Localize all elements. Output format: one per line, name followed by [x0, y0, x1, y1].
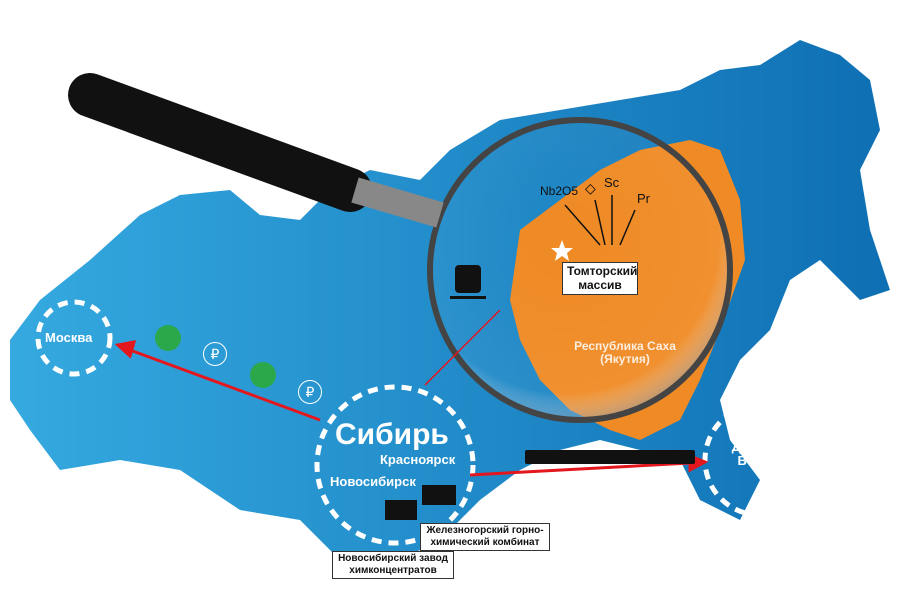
element-pr: Pr — [637, 191, 650, 206]
ruble-icon: ₽ — [203, 342, 227, 366]
sakha-label: Республика Саха (Якутия) — [574, 339, 676, 367]
diamond-icon: ◇ — [585, 180, 596, 196]
siberia-circle — [314, 384, 476, 546]
star-icon — [551, 240, 573, 261]
route-sakha-siberia — [424, 309, 501, 386]
route-siberia-far-east — [469, 461, 691, 477]
moscow-label: Москва — [45, 330, 93, 345]
factory-icon — [422, 485, 456, 505]
route-siberia-moscow — [129, 348, 321, 422]
train-icon — [525, 450, 695, 464]
magnifier-handle-icon — [68, 73, 444, 228]
truck-icon — [250, 362, 276, 388]
train-icon-small — [450, 265, 486, 299]
moscow-circle — [35, 299, 113, 377]
element-nb2o5: Nb2O5 — [540, 184, 579, 198]
novosibirsk-plant-label: Новосибирский завод химконцентратов — [332, 551, 454, 579]
zheleznogorsk-plant-label: Железногорский горно-химический комбинат — [420, 523, 550, 551]
deposit-label: Томторский массив — [562, 262, 638, 295]
krasnoyarsk-label: Красноярск — [380, 452, 456, 467]
factory-icon — [385, 500, 417, 520]
siberia-label: Сибирь — [335, 418, 449, 451]
novosibirsk-label: Новосибирск — [330, 474, 416, 489]
truck-icon — [155, 325, 181, 351]
ruble-icon: ₽ — [298, 380, 322, 404]
far-east-label: Дальний Восток — [731, 439, 789, 469]
far-east-circle — [702, 402, 818, 518]
element-sc: Sc — [604, 175, 620, 190]
